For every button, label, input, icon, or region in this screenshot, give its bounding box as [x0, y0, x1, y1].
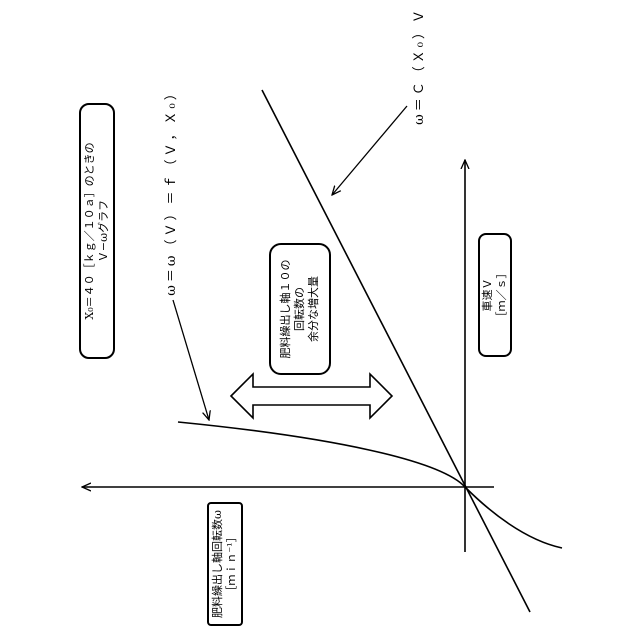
- rpm-axis-label-box: 肥料繰出し軸回転数ω ［ｍｉｎ⁻¹］: [207, 502, 243, 626]
- line-formula-text: ω＝Ｃ（Ｘ₀）Ｖ: [412, 7, 428, 125]
- margin-note-box: 肥料繰出し軸１０の 回転数の 余分な増大量: [269, 243, 331, 375]
- speed-axis-label-box: 車速Ｖ ［ｍ／ｓ］: [478, 233, 512, 357]
- line-formula-label: ω＝Ｃ（Ｘ₀）Ｖ: [410, 6, 430, 126]
- line-formula-leader-arrow: [332, 106, 407, 195]
- margin-note-line3: 余分な増大量: [307, 276, 321, 342]
- speed-axis-line2: ［ｍ／ｓ］: [495, 268, 509, 323]
- graph-condition-line2: Ｖ−ωグラフ: [97, 200, 111, 262]
- graph-condition-box: X₀＝４０［ｋｇ／１０ａ］のときの Ｖ−ωグラフ: [79, 103, 115, 359]
- curve-formula-leader-arrow: [173, 300, 209, 420]
- speed-axis-line1: 車速Ｖ: [481, 279, 495, 312]
- rpm-axis-line2: ［ｍｉｎ⁻¹］: [225, 531, 239, 596]
- curve-formula-text: ω＝ω（Ｖ）＝ｆ（Ｖ，Ｘ₀）: [164, 84, 180, 295]
- margin-note-line1: 肥料繰出し軸１０の: [279, 260, 293, 359]
- rpm-axis-line1: 肥料繰出し軸回転数ω: [211, 510, 225, 618]
- margin-note-line2: 回転数の: [293, 287, 307, 331]
- curve-formula-label: ω＝ω（Ｖ）＝ｆ（Ｖ，Ｘ₀）: [162, 80, 182, 300]
- double-headed-arrow: [231, 374, 392, 418]
- graph-condition-line1: X₀＝４０［ｋｇ／１０ａ］のときの: [83, 142, 97, 319]
